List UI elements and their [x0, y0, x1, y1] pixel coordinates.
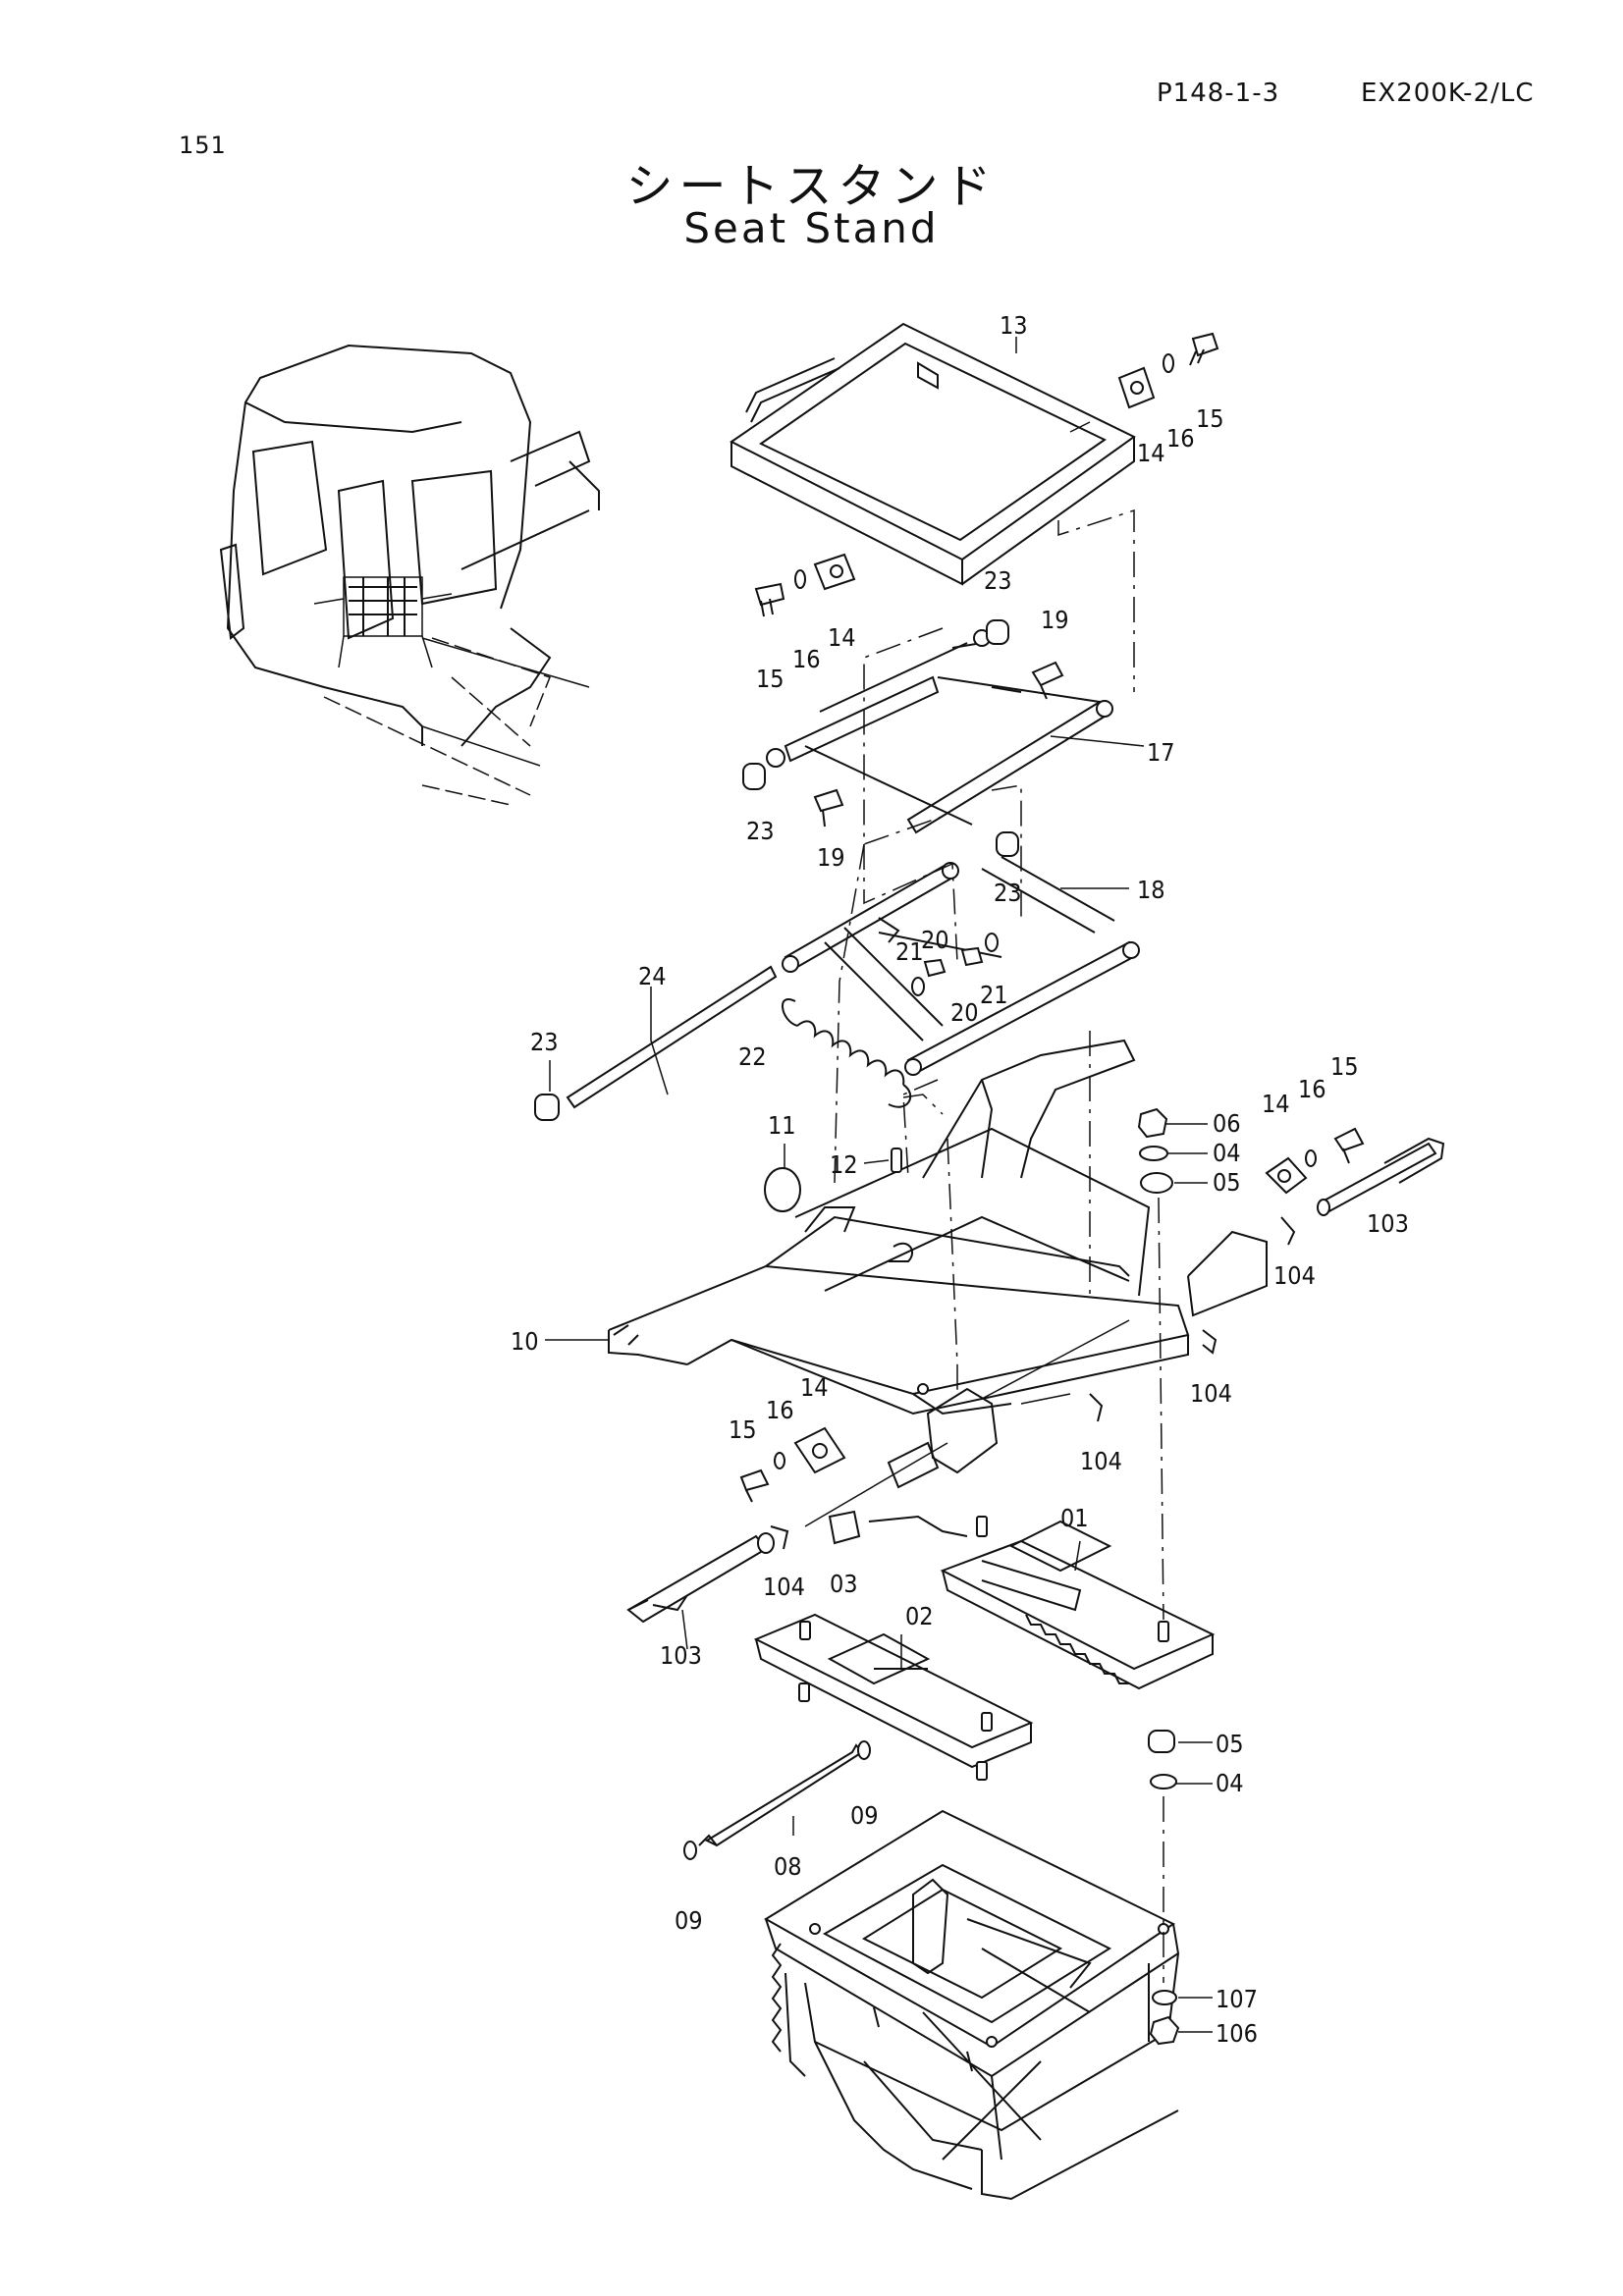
part-label-104: 104: [1273, 1261, 1316, 1290]
wire-08: [698, 1743, 864, 1847]
part-label-16: 16: [1298, 1075, 1326, 1103]
bolts-19: [813, 661, 1064, 828]
part-label-104: 104: [1080, 1447, 1122, 1475]
page-title-english: Seat Stand: [683, 204, 940, 252]
part-number-labels: 13 14 16 15 23 19 15 16 14 17 23 19 23 1…: [511, 311, 1409, 2048]
part-label-23: 23: [530, 1028, 559, 1056]
part-label-10: 10: [511, 1327, 539, 1356]
plug-11: [764, 1167, 801, 1212]
part-label-08: 08: [774, 1852, 802, 1881]
part-label-16: 16: [792, 645, 821, 673]
part-label-04: 04: [1216, 1769, 1244, 1797]
part-label-02: 02: [905, 1602, 934, 1630]
part-label-06: 06: [1213, 1109, 1241, 1138]
left-lever-103: [626, 1525, 789, 1624]
assembly-center-lines: [804, 508, 1164, 1983]
part-label-16: 16: [1166, 424, 1195, 453]
bushings-23: [534, 619, 1019, 1121]
right-spacer-stack: [1148, 1730, 1177, 1789]
page-number: 151: [179, 132, 227, 159]
spring-22: [782, 998, 912, 1108]
lower-link-18: [782, 856, 1140, 1076]
pin-12: [891, 1148, 902, 1173]
part-label-11: 11: [768, 1111, 796, 1140]
part-label-15: 15: [1196, 404, 1224, 433]
pin-assembly-upper-right: [1117, 332, 1219, 409]
part-label-15: 15: [729, 1415, 757, 1444]
page-title-japanese: シートスタンド: [625, 159, 998, 214]
base-frame-10: [608, 1039, 1268, 1415]
clips-104: [1089, 1329, 1217, 1422]
part-label-15: 15: [756, 665, 784, 693]
leader-lines: [545, 337, 1213, 2033]
part-label-104: 104: [1190, 1379, 1232, 1408]
part-label-16: 16: [766, 1396, 794, 1424]
part-label-13: 13: [1000, 311, 1028, 340]
part-label-22: 22: [738, 1042, 767, 1071]
part-label-01: 01: [1060, 1504, 1089, 1532]
part-label-19: 19: [1041, 606, 1069, 634]
model-code: EX200K-2/LC: [1361, 79, 1535, 108]
part-label-20: 20: [921, 926, 949, 954]
part-label-104: 104: [763, 1573, 805, 1601]
part-label-24: 24: [638, 962, 667, 990]
part-label-14: 14: [1137, 439, 1165, 467]
part-label-23: 23: [984, 566, 1012, 595]
part-label-19: 19: [817, 843, 845, 872]
right-hinge-assembly: [1137, 1107, 1445, 1246]
clips-09: [683, 1740, 871, 1860]
left-hinge-assembly: [739, 1383, 999, 1503]
part-label-103: 103: [1367, 1209, 1409, 1238]
part-label-21: 21: [980, 981, 1008, 1009]
part-label-17: 17: [1147, 738, 1175, 767]
part-label-12: 12: [830, 1150, 858, 1179]
part-label-14: 14: [828, 623, 856, 652]
nuts-20-washers-21: [911, 933, 999, 996]
part-label-05: 05: [1216, 1730, 1244, 1758]
part-label-05: 05: [1213, 1168, 1241, 1197]
part-label-15: 15: [1330, 1052, 1359, 1081]
part-label-106: 106: [1216, 2019, 1258, 2048]
bottom-washer-107-nut-106: [1149, 1990, 1180, 2046]
part-label-14: 14: [800, 1373, 829, 1402]
part-label-09: 09: [850, 1801, 879, 1830]
part-label-03: 03: [830, 1570, 858, 1598]
catalog-code: P148-1-3: [1157, 79, 1280, 108]
suspension-base: [764, 1809, 1180, 2201]
pin-assembly-upper-left: [754, 553, 856, 617]
part-label-23: 23: [746, 817, 775, 845]
part-label-103: 103: [660, 1641, 702, 1670]
part-label-18: 18: [1137, 876, 1165, 904]
upper-link-17: [766, 627, 1113, 834]
part-label-04: 04: [1213, 1139, 1241, 1167]
part-label-107: 107: [1216, 1985, 1258, 2013]
part-label-20: 20: [950, 998, 979, 1027]
handle-knob-03: [828, 1510, 861, 1545]
part-label-23: 23: [994, 879, 1022, 907]
slide-rail-02: [753, 1613, 1034, 1781]
part-label-14: 14: [1262, 1090, 1290, 1118]
part-label-21: 21: [895, 937, 924, 966]
slide-rail-01: [868, 1515, 1216, 1690]
rod-24: [566, 965, 778, 1109]
seat-frame-13: [730, 322, 1136, 586]
part-label-09: 09: [675, 1906, 703, 1935]
cab-inset-illustration: [219, 344, 600, 806]
